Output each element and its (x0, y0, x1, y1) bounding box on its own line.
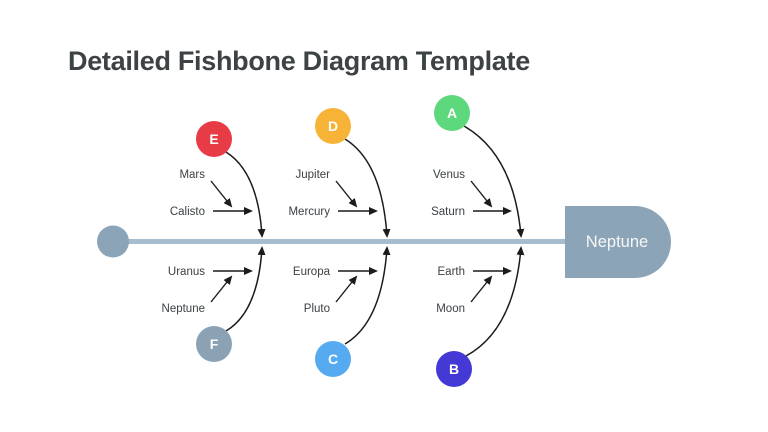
category-node-a (434, 95, 470, 131)
cause-label-calisto: Calisto (170, 206, 205, 218)
rib-line-e (225, 151, 266, 238)
branch-top-a: A Venus Saturn (431, 95, 525, 238)
category-letter-f: F (210, 336, 219, 352)
rib-line-c (344, 246, 391, 345)
cause-label-earth: Earth (438, 266, 466, 278)
cause-label-jupiter: Jupiter (295, 169, 330, 181)
category-node-e (196, 121, 232, 157)
category-letter-b: B (449, 361, 459, 377)
category-letter-a: A (447, 105, 457, 121)
tail-node (97, 225, 129, 258)
rib-line-f (225, 246, 266, 332)
branch-top-e: E Mars Calisto (170, 121, 266, 238)
subcause-arrow-moon (470, 275, 493, 303)
cause-label-venus: Venus (433, 169, 465, 181)
head-shape (565, 206, 671, 278)
branch-bottom-f: F Uranus Neptune (162, 246, 266, 362)
head-label: Neptune (586, 233, 648, 251)
cause-label-pluto: Pluto (304, 303, 330, 315)
cause-label-mars: Mars (179, 169, 205, 181)
branch-bottom-c: C Europa Pluto (293, 246, 391, 377)
category-node-b (436, 351, 472, 387)
subcause-arrow-jupiter (335, 180, 358, 208)
rib-line-a (463, 125, 525, 238)
page-title: Detailed Fishbone Diagram Template (68, 46, 530, 76)
category-node-d (315, 108, 351, 144)
subcause-arrow-venus (470, 180, 493, 208)
spine-line (113, 239, 565, 244)
category-node-c (315, 341, 351, 377)
category-letter-c: C (328, 351, 338, 367)
branch-bottom-b: B Earth Moon (436, 246, 525, 387)
subcause-arrow-pluto (335, 275, 358, 303)
subcause-arrow-mars (210, 180, 233, 208)
subcause-arrow-neptune (210, 275, 233, 303)
cause-label-europa: Europa (293, 266, 331, 278)
cause-label-saturn: Saturn (431, 206, 465, 218)
cause-label-mercury: Mercury (288, 206, 330, 218)
category-letter-e: E (209, 131, 218, 147)
cause-label-uranus: Uranus (168, 266, 205, 278)
rib-line-b (465, 246, 525, 357)
branch-top-d: D Jupiter Mercury (288, 108, 391, 238)
cause-label-neptune: Neptune (162, 303, 205, 315)
cause-label-moon: Moon (436, 303, 465, 315)
category-letter-d: D (328, 118, 338, 134)
rib-line-d (344, 138, 391, 238)
category-node-f (196, 326, 232, 362)
